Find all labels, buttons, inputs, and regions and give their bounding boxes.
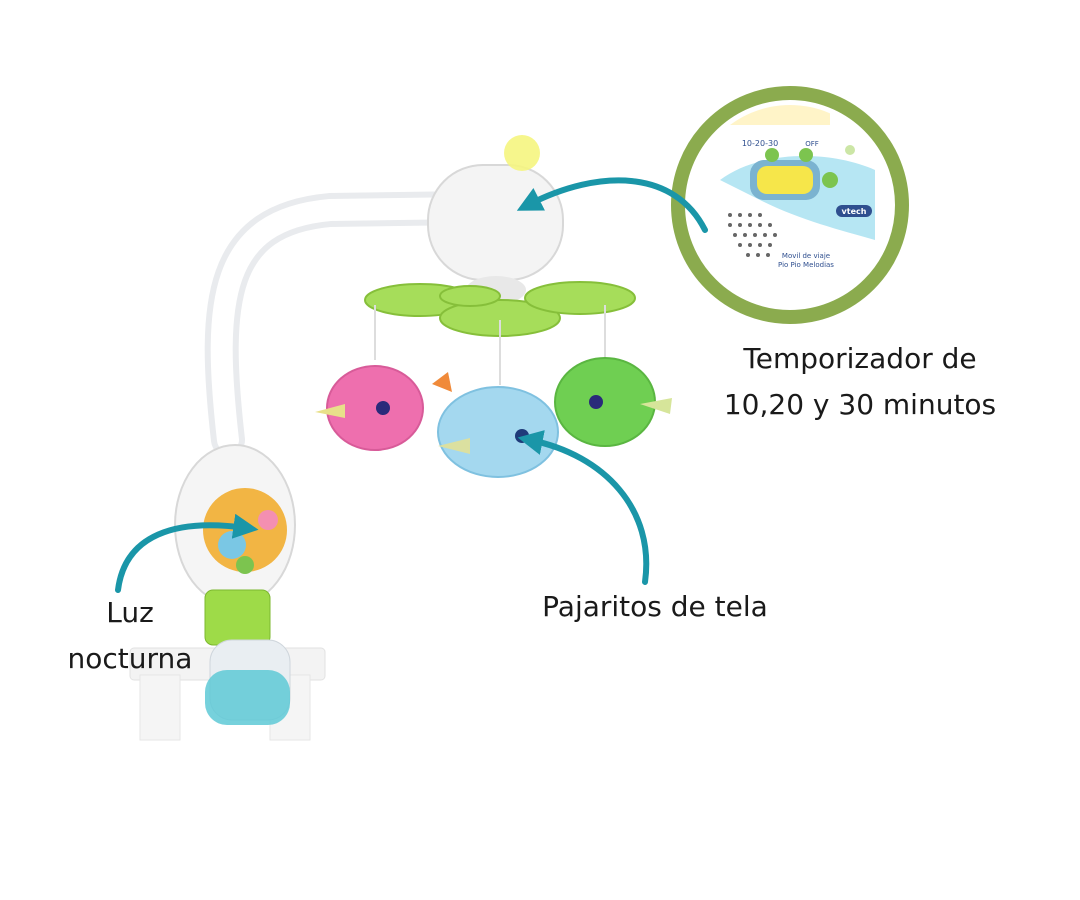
arrow-to-hub [516, 177, 708, 233]
night-light-annotation-line-2: nocturna [67, 642, 193, 675]
product-name-line-2: Pio Pio Melodias [778, 261, 834, 269]
bird-blue [432, 372, 559, 478]
bird-green [554, 357, 672, 447]
music-box-hub [427, 135, 564, 304]
timer-annotation: Temporizador de 10,20 y 30 minutos [700, 336, 1020, 428]
arrow-to-bird [517, 430, 650, 585]
timer-annotation-line-2: 10,20 y 30 minutos [723, 388, 997, 421]
night-light-annotation: Luz nocturna [40, 590, 220, 682]
brand-logo: vtech [842, 207, 867, 216]
product-name-line-1: Movil de viaje [782, 252, 830, 260]
timer-annotation-line-1: Temporizador de [743, 342, 977, 375]
night-light-unit [174, 444, 296, 725]
bird-pink [315, 365, 424, 451]
timer-inset: 10-20-30 OFF vtech Movil de viaje Pio Pi… [671, 86, 909, 324]
leaf-canopy [364, 281, 636, 337]
arrow-to-night-light [115, 513, 259, 593]
power-switch-label: OFF [805, 140, 819, 148]
birds-annotation: Pajaritos de tela [505, 584, 805, 630]
night-light-annotation-line-1: Luz [106, 596, 154, 629]
timer-button-label: 10-20-30 [742, 139, 778, 148]
birds-annotation-text: Pajaritos de tela [542, 590, 768, 623]
